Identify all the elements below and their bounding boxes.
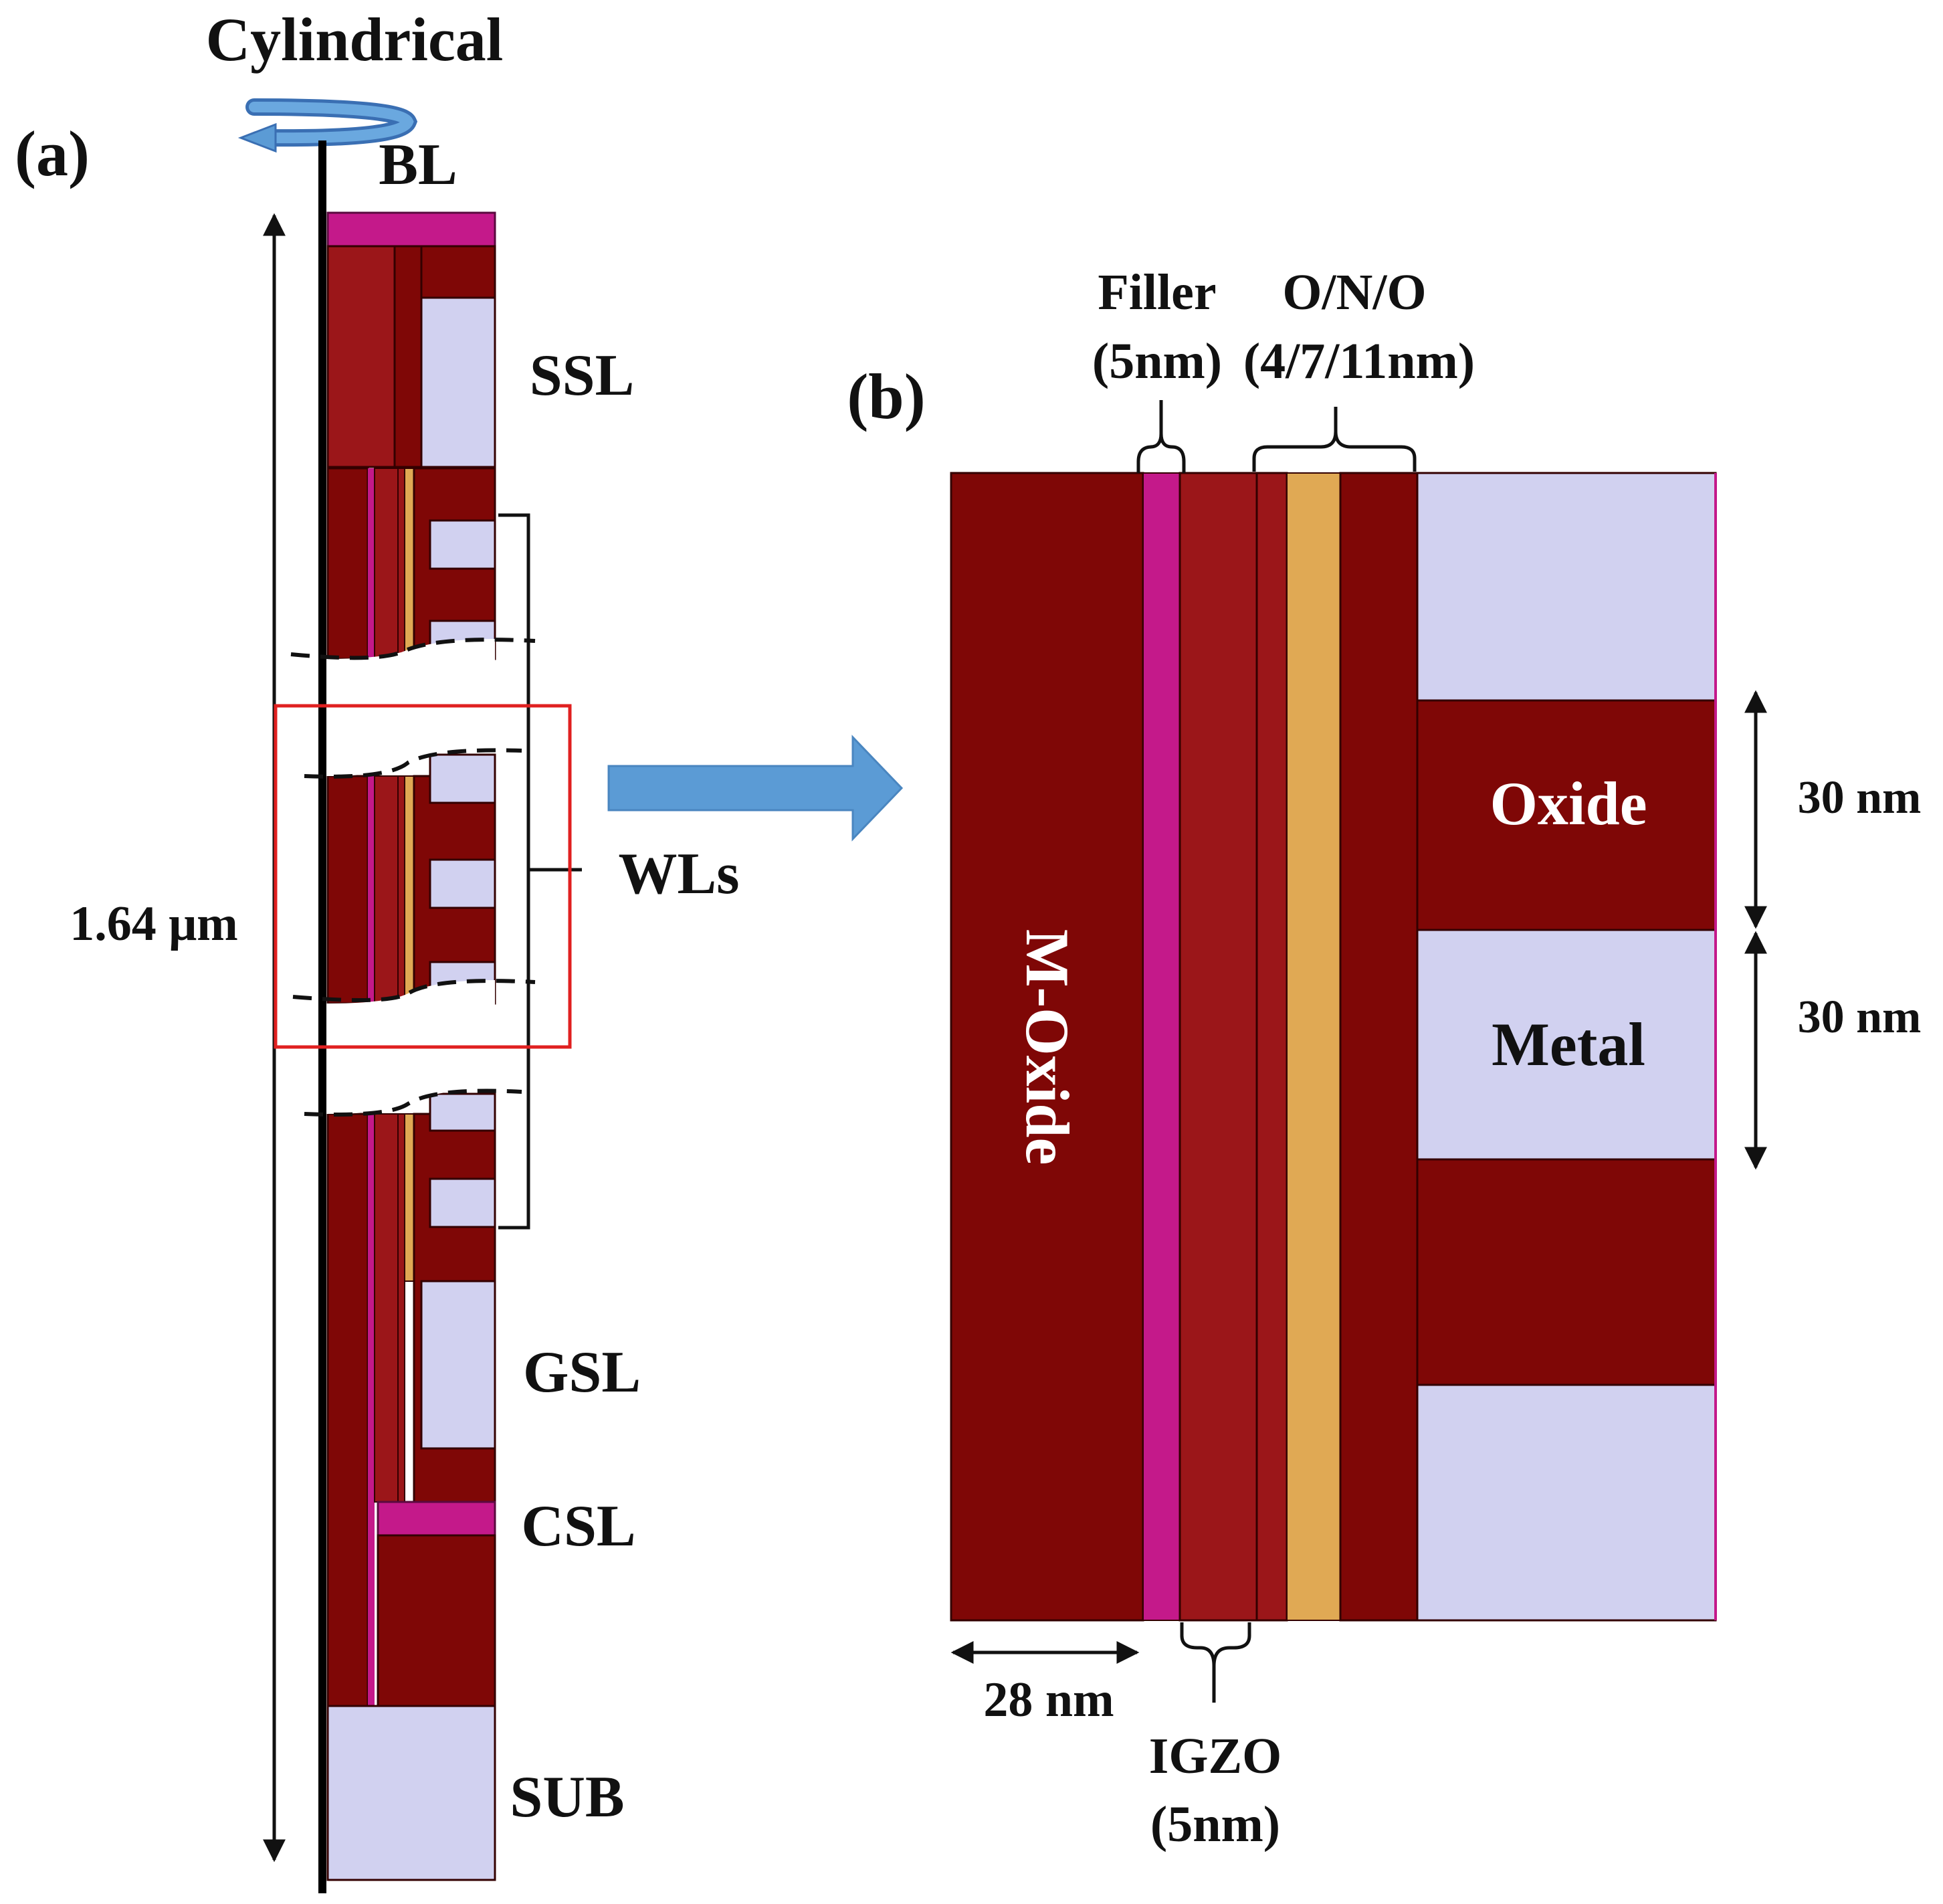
- ono-thickness-label: (4/7/11nm): [1243, 333, 1475, 389]
- wl-stack-lower: [304, 1070, 522, 1881]
- igzo-thickness-label: (5nm): [1150, 1796, 1280, 1852]
- metal-gate-3: [1416, 1384, 1717, 1622]
- core-width-label: 28 nm: [983, 1673, 1114, 1727]
- metal-gate-2: [1416, 929, 1717, 1161]
- igzo-label: IGZO: [1149, 1728, 1282, 1784]
- gsl-label: GSL: [523, 1340, 641, 1405]
- metal-pitch-label: 30 nm: [1798, 991, 1922, 1043]
- filler-thickness-label: (5nm): [1092, 333, 1222, 389]
- blocking-oxide-layer: [1339, 472, 1419, 1622]
- wls-label: WLs: [619, 842, 740, 907]
- m-oxide-label: M-Oxide: [1013, 929, 1082, 1165]
- bl-label: BL: [379, 132, 457, 197]
- igzo-layer: [1179, 472, 1258, 1622]
- panel-b-label: (b): [847, 361, 925, 432]
- metal-label: Metal: [1492, 1010, 1645, 1078]
- oxide-spacer-2: [1416, 1158, 1717, 1386]
- top-contact-pad: [326, 211, 496, 248]
- panel-a: Cylindrical (a) BL SSL WLs 1.64 μm GSL C…: [15, 5, 739, 1893]
- ssl-gate: [420, 296, 496, 468]
- igzo-brace: [1180, 1622, 1251, 1703]
- substrate: [326, 1705, 496, 1881]
- csl-bar: [377, 1501, 496, 1537]
- ssl-label: SSL: [530, 343, 635, 408]
- cylindrical-label: Cylindrical: [206, 5, 504, 74]
- filler-label: Filler: [1098, 264, 1216, 320]
- gsl-gate: [420, 1280, 496, 1450]
- filler-brace: [1136, 400, 1186, 473]
- panel-a-label: (a): [15, 118, 90, 189]
- wl-stack-middle: [292, 736, 536, 1017]
- panel-b: (b) Filler (5nm) O/N/O (4/7/11nm) M-Oxid…: [847, 264, 1921, 1852]
- sub-label: SUB: [510, 1765, 624, 1830]
- metal-gate-1: [1416, 472, 1717, 702]
- filler-layer: [1142, 472, 1181, 1621]
- oxide-label: Oxide: [1490, 769, 1647, 838]
- wl-stack-upper: [290, 467, 536, 662]
- oxide-spacer-1: [1416, 699, 1717, 931]
- cylindrical-rotation-arrow: [237, 98, 418, 153]
- oxide-pitch-label: 30 nm: [1798, 772, 1922, 824]
- tunnel-oxide-layer: [1255, 472, 1288, 1622]
- height-dimension-label: 1.64 μm: [70, 896, 238, 951]
- ono-brace: [1252, 407, 1417, 472]
- ssl-region: [326, 245, 496, 468]
- ono-label: O/N/O: [1282, 264, 1426, 320]
- wls-brace: [498, 513, 582, 1230]
- zoom-arrow: [607, 735, 904, 842]
- zoom-box: [274, 704, 572, 1049]
- nitride-layer: [1286, 472, 1341, 1621]
- csl-label: CSL: [521, 1494, 635, 1559]
